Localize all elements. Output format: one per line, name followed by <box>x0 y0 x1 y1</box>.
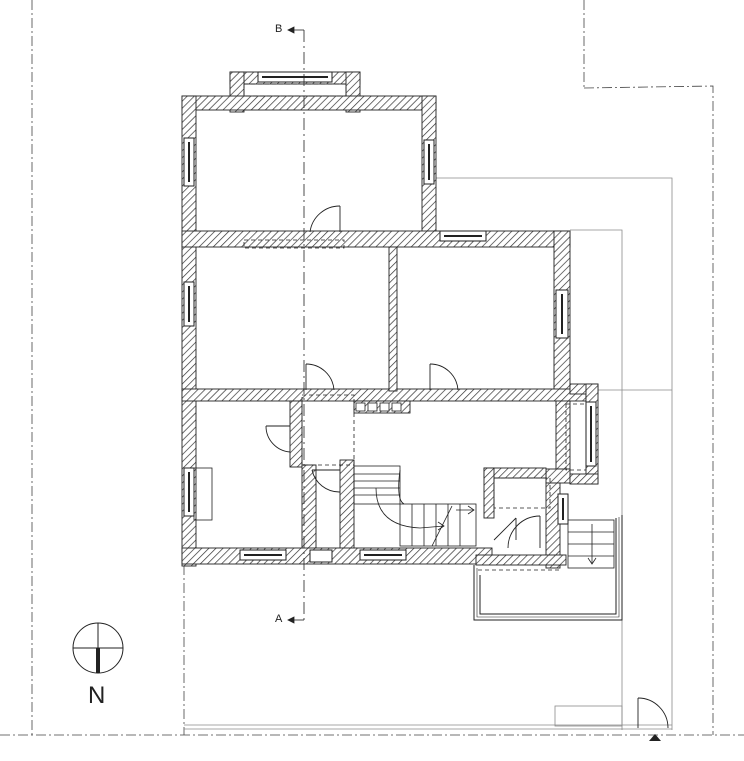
property-boundary <box>0 0 744 736</box>
section-label-b: B <box>275 23 283 35</box>
walls <box>181 71 599 569</box>
north-label: N <box>88 682 106 709</box>
section-line <box>287 26 305 624</box>
windows <box>183 71 597 563</box>
dashed-overhead-lines <box>243 83 587 571</box>
north-arrow <box>72 622 124 674</box>
exterior-steps <box>567 519 615 569</box>
chimney-flues <box>355 402 402 412</box>
entrance-marker <box>649 734 661 741</box>
doors <box>265 205 669 729</box>
terrace <box>473 515 623 621</box>
site-outline <box>184 177 673 730</box>
section-label-a: A <box>275 613 283 625</box>
staircase <box>353 465 477 547</box>
